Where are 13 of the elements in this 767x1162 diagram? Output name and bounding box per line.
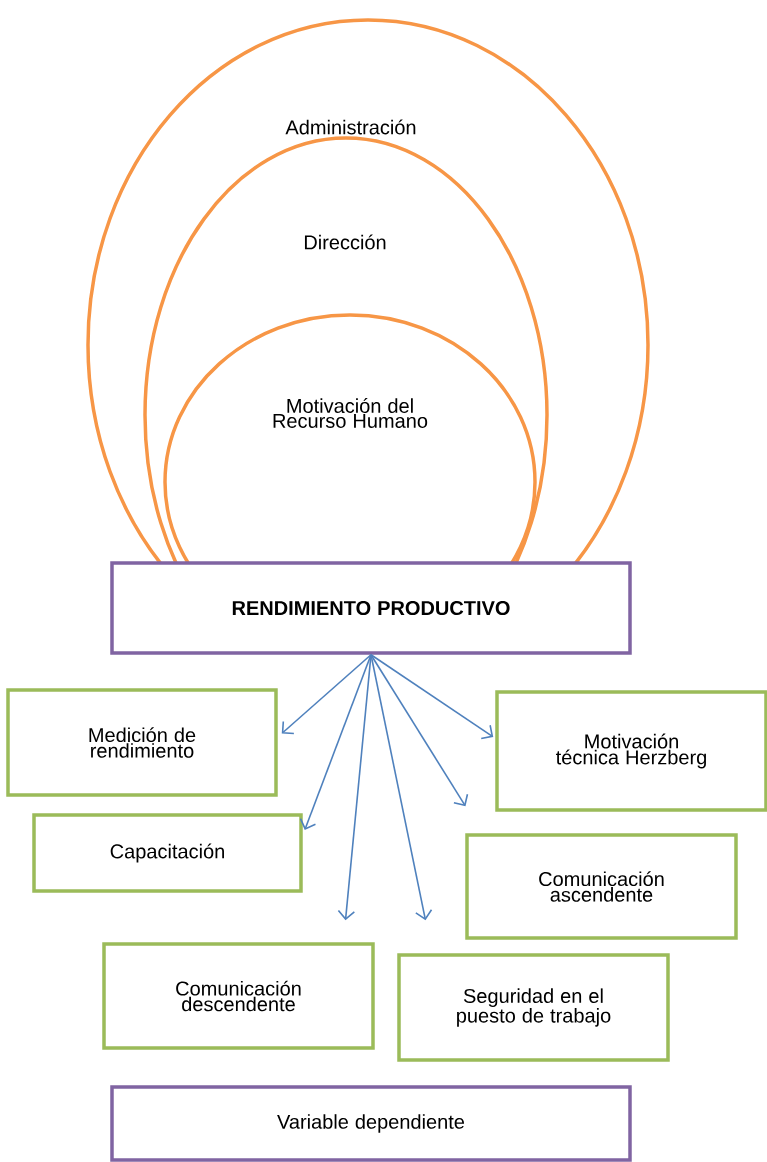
arrow: [337, 653, 372, 921]
arrow: [281, 653, 372, 735]
arrow: [370, 653, 494, 740]
box: Variable dependiente: [110, 1085, 632, 1162]
arrow: [370, 653, 469, 807]
arrow: [299, 653, 372, 830]
box: Capacitación: [32, 813, 303, 893]
box: Motivación técnica Herzberg: [495, 690, 767, 812]
box: Seguridad en el puesto de trabajo: [397, 953, 670, 1062]
arrow: [370, 653, 433, 921]
box: Comunicación descendente: [102, 942, 375, 1050]
box: Medición de rendimiento: [6, 688, 278, 797]
box: Comunicación ascendente: [465, 833, 738, 940]
